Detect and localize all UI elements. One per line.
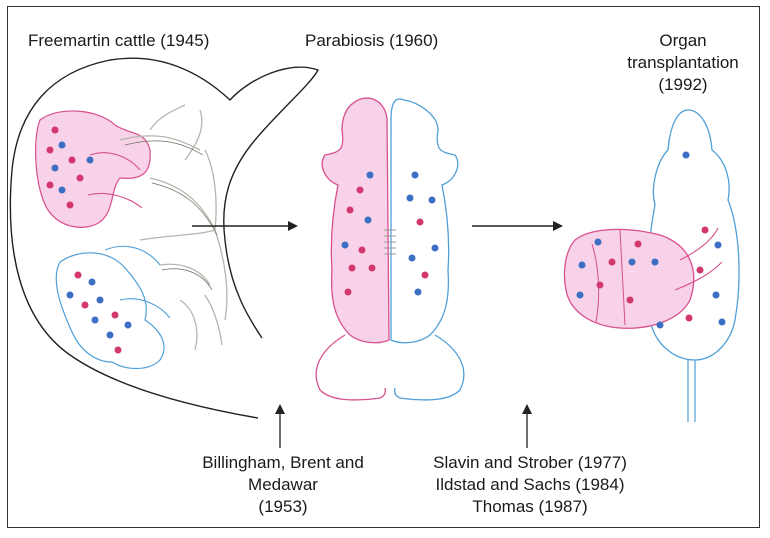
transplant-illustration	[564, 110, 739, 422]
rat-right-tail	[395, 335, 464, 400]
organ-transplant-title: Organ transplantation (1992)	[608, 30, 758, 96]
freemartin-illustration	[10, 58, 318, 418]
citation-arrow-left	[275, 404, 285, 448]
citation-left: Billingham, Brent and Medawar (1953)	[178, 452, 388, 518]
recipient-rat-tail	[688, 360, 695, 422]
organ-title-line1: Organ	[608, 30, 758, 52]
rat-left-tail	[316, 335, 385, 400]
fetus-male-blue	[56, 253, 164, 369]
freemartin-title: Freemartin cattle (1945)	[28, 30, 209, 52]
parabiosis-title: Parabiosis (1960)	[305, 30, 438, 52]
citation-right: Slavin and Strober (1977) Ildstad and Sa…	[405, 452, 655, 518]
parabiosis-illustration	[316, 98, 464, 400]
arrow-freemartin-to-parabiosis	[192, 221, 298, 231]
donor-organ-pink	[564, 229, 693, 328]
citation-right-line2: Ildstad and Sachs (1984)	[405, 474, 655, 496]
organ-title-line2: transplantation	[608, 52, 758, 74]
citation-right-line3: Thomas (1987)	[405, 496, 655, 518]
citation-right-line1: Slavin and Strober (1977)	[405, 452, 655, 474]
citation-left-line3: (1953)	[178, 496, 388, 518]
citation-arrow-right	[522, 404, 532, 448]
organ-title-line3: (1992)	[608, 74, 758, 96]
citation-left-line1: Billingham, Brent and	[178, 452, 388, 474]
arrow-parabiosis-to-transplant	[472, 221, 563, 231]
citation-left-line2: Medawar	[178, 474, 388, 496]
rat-left-pink	[322, 98, 389, 343]
rat-right-blue	[391, 99, 458, 343]
